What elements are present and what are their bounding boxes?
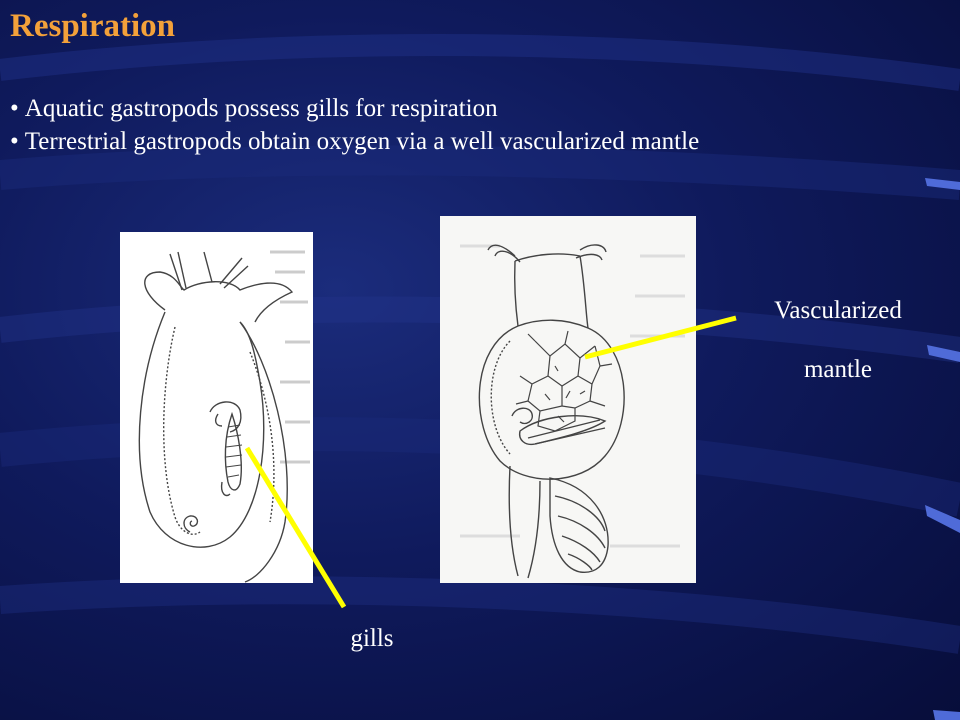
aquatic-snail-drawing	[120, 232, 313, 583]
bullet-item: •Aquatic gastropods possess gills for re…	[10, 92, 830, 125]
bullet-text: Terrestrial gastropods obtain oxygen via…	[24, 128, 700, 155]
bullet-marker: •	[10, 95, 19, 122]
terrestrial-snail-illustration	[460, 244, 685, 579]
gills-label: gills	[350, 625, 394, 652]
bullet-item: •Terrestrial gastropods obtain oxygen vi…	[10, 125, 830, 158]
aquatic-snail-illustration	[138, 250, 310, 583]
terrestrial-snail-drawing	[440, 216, 696, 583]
mantle-label: mantle	[803, 356, 873, 383]
bullet-marker: •	[10, 128, 19, 155]
bullet-list: •Aquatic gastropods possess gills for re…	[10, 92, 830, 158]
vascularized-label: Vascularized	[774, 297, 902, 324]
bullet-text: Aquatic gastropods possess gills for res…	[24, 95, 498, 122]
slide-title: Respiration	[10, 8, 175, 44]
